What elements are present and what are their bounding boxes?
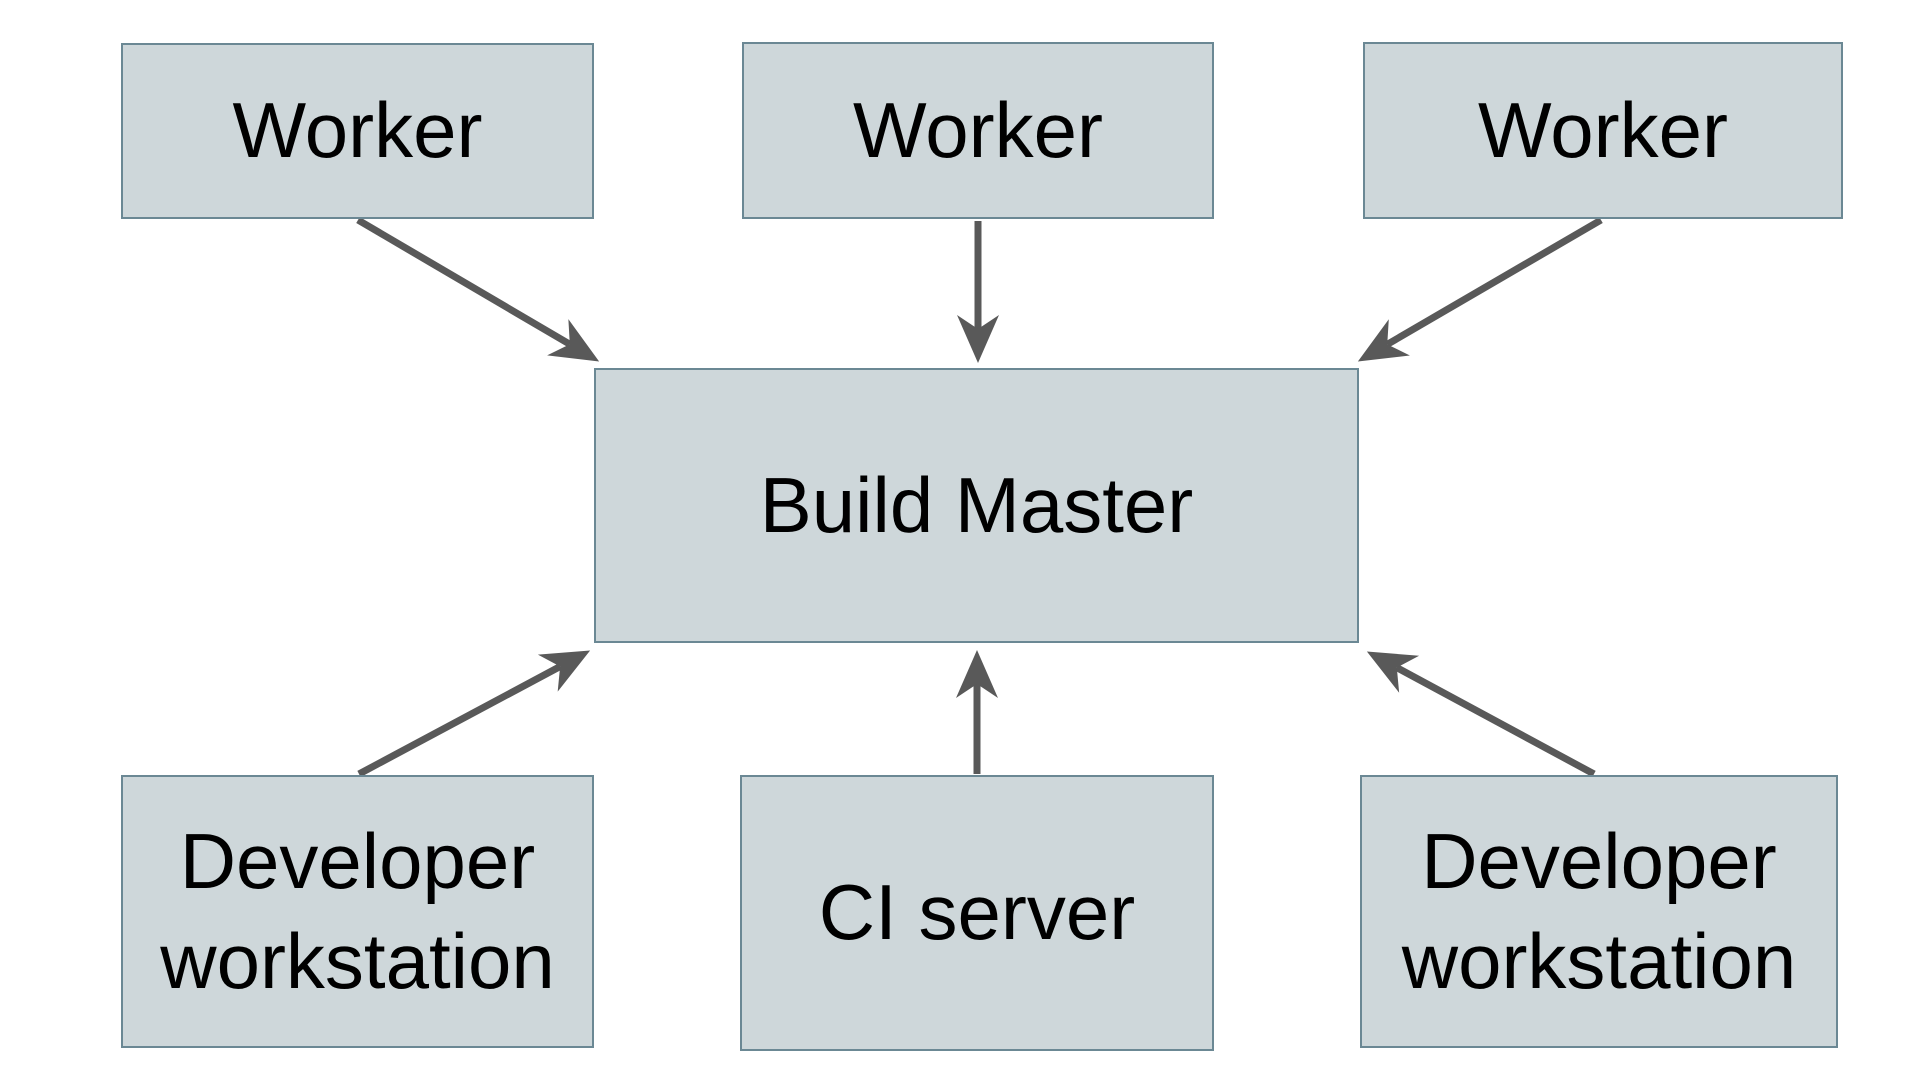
arrow-worker-3-to-build-master <box>1357 216 1603 362</box>
node-label-line: CI server <box>818 868 1136 957</box>
node-worker-1: Worker <box>121 43 594 219</box>
node-label-line: Build Master <box>759 460 1194 549</box>
node-build-master: Build Master <box>594 368 1359 643</box>
arrow-worker-1-to-build-master <box>356 216 600 362</box>
node-worker-2: Worker <box>742 42 1214 219</box>
node-developer-workstation-right: Developer workstation <box>1360 775 1838 1048</box>
node-worker-3: Worker <box>1363 42 1843 219</box>
node-developer-workstation-left: Developer workstation <box>121 775 594 1048</box>
arrow-developer-workstation-right-to-build-master <box>1366 651 1596 778</box>
node-label-line: Worker <box>232 86 483 175</box>
arrow-developer-workstation-left-to-build-master <box>357 650 591 778</box>
arrow-group <box>356 216 1603 778</box>
node-ci-server: CI server <box>740 775 1214 1051</box>
node-label-line: workstation <box>1401 916 1797 1005</box>
node-label-line: Developer <box>179 816 536 905</box>
node-label-line: Developer <box>1421 816 1777 905</box>
node-label-line: workstation <box>160 916 555 1005</box>
node-label-line: Worker <box>853 85 1103 174</box>
node-label-line: Worker <box>1478 85 1728 174</box>
